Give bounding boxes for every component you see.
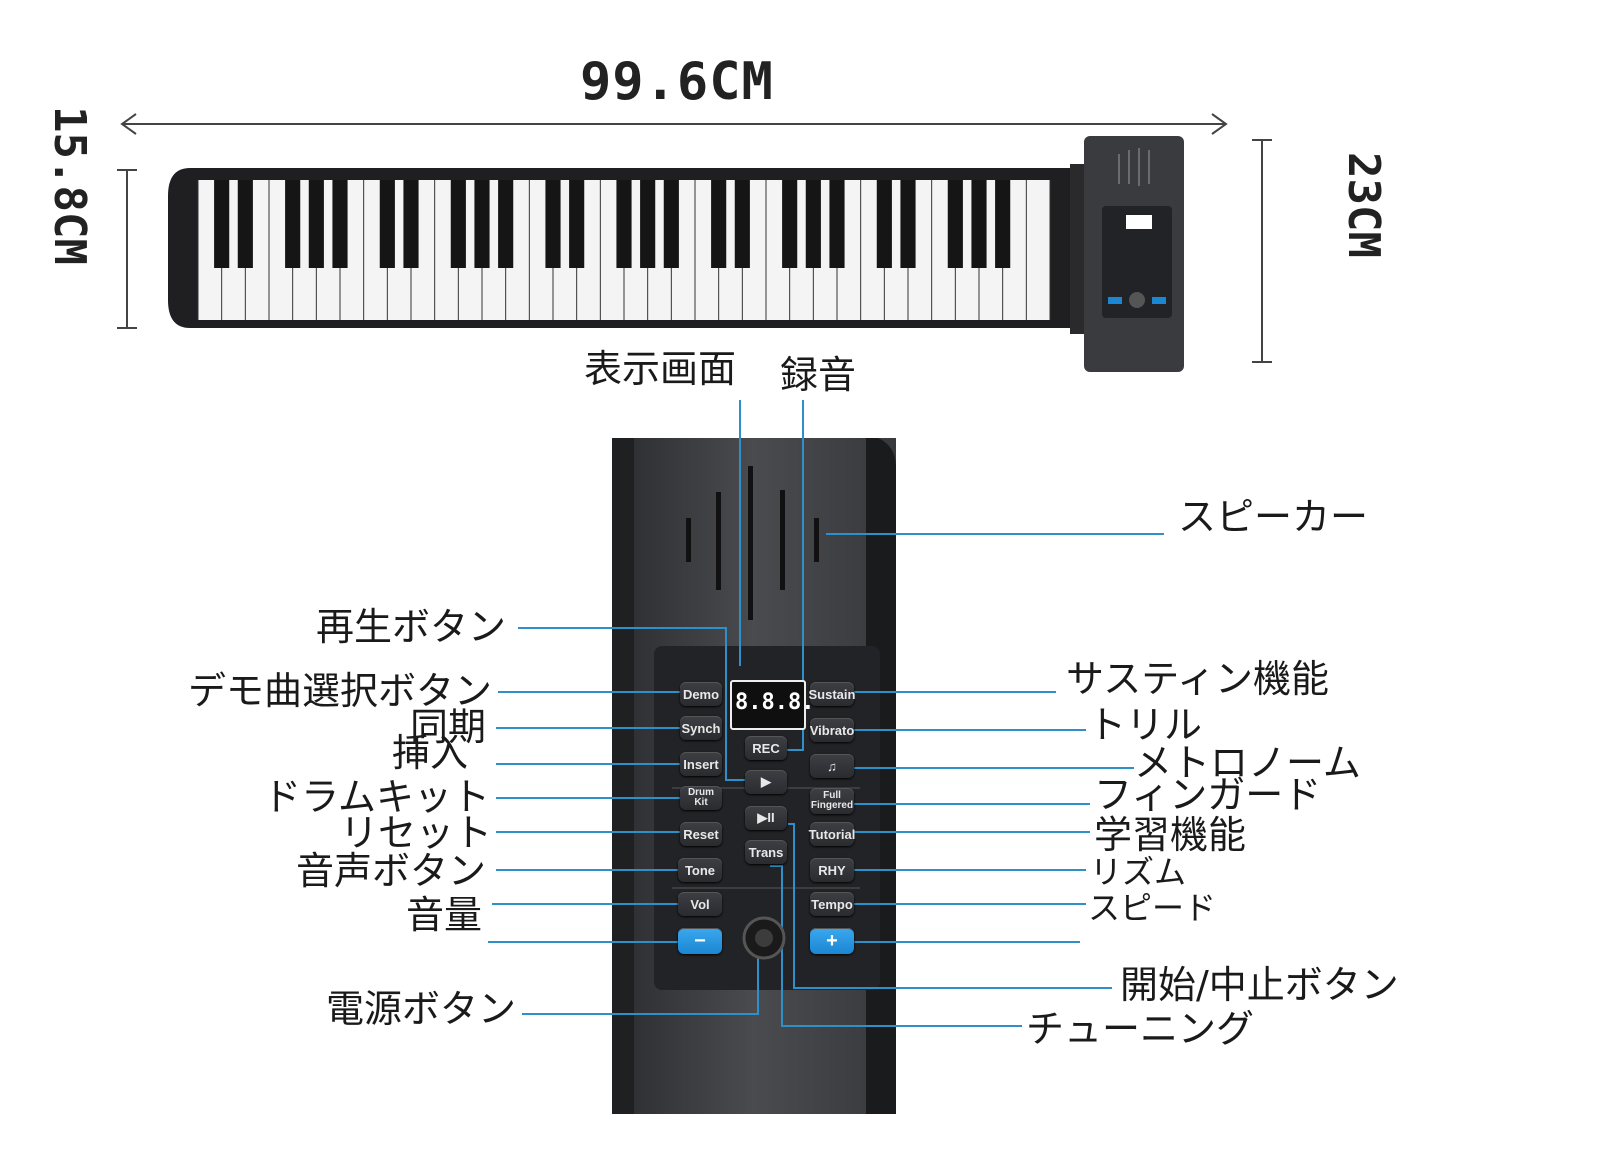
label-sync: 同期 <box>409 705 486 749</box>
module-panel <box>1102 206 1172 318</box>
drum-kit-button[interactable]: Drum Kit <box>680 786 722 810</box>
label-speaker: スピーカー <box>1178 495 1369 539</box>
tempo-button[interactable]: Tempo <box>810 892 854 916</box>
display-value: 8.8.8. <box>735 690 815 715</box>
black-key <box>711 180 727 268</box>
black-key <box>450 180 466 268</box>
black-key <box>569 180 585 268</box>
black-key <box>876 180 892 268</box>
label-tutorial: 学習機能 <box>1094 813 1247 857</box>
black-key <box>616 180 632 268</box>
rec-button[interactable]: REC <box>745 736 787 760</box>
label-fingered: フィンガード <box>1094 773 1322 817</box>
black-key <box>947 180 963 268</box>
length-dimension: 99.6CM <box>580 52 774 112</box>
module-plus <box>1152 297 1166 304</box>
label-reset: リセット <box>339 811 492 855</box>
panel-height-dimension: 23CM <box>1338 152 1389 258</box>
play-pause-button[interactable]: ▶II <box>745 806 787 830</box>
label-insert: 挿入 <box>391 731 468 775</box>
label-rec: 録音 <box>780 353 857 397</box>
display-screen: 8.8.8. <box>730 680 814 730</box>
black-key <box>285 180 301 268</box>
label-demo: デモ曲選択ボタン <box>187 669 492 713</box>
trans-button[interactable]: Trans <box>745 840 787 864</box>
label-tempo: スピード <box>1088 889 1217 927</box>
black-key <box>805 180 821 268</box>
module-power-knob <box>1129 292 1145 308</box>
panel-casing-left-edge <box>612 438 634 1114</box>
synch-button[interactable]: Synch <box>680 716 722 740</box>
module-minus <box>1108 297 1122 304</box>
minus-button[interactable]: − <box>678 928 722 954</box>
plus-button[interactable]: + <box>810 928 854 954</box>
demo-button[interactable]: Demo <box>680 682 722 706</box>
right-height-marker <box>1252 139 1272 363</box>
black-key <box>545 180 561 268</box>
label-tone: 音声ボタン <box>295 849 486 893</box>
width-arrow <box>120 113 1228 135</box>
black-key <box>498 180 514 268</box>
black-key <box>379 180 395 268</box>
label-play: 再生ボタン <box>315 605 506 649</box>
black-key <box>782 180 798 268</box>
black-key <box>734 180 750 268</box>
reset-button[interactable]: Reset <box>680 822 722 846</box>
left-height-marker <box>117 169 137 329</box>
black-key <box>995 180 1011 268</box>
vol-button[interactable]: Vol <box>678 892 722 916</box>
tone-button[interactable]: Tone <box>678 858 722 882</box>
play-button[interactable]: ▶ <box>745 770 787 794</box>
key-height-dimension: 15.8CM <box>44 106 95 265</box>
label-metronome: メトロノーム <box>1134 741 1361 785</box>
leader-lines <box>488 400 1164 1027</box>
black-key <box>308 180 324 268</box>
black-key <box>474 180 490 268</box>
label-drum: ドラムキット <box>263 775 490 819</box>
module-speaker-dots <box>1118 148 1150 186</box>
sustain-button[interactable]: Sustain <box>809 682 855 706</box>
speaker-grille <box>686 466 819 620</box>
label-rhythm: リズム <box>1090 853 1187 891</box>
piano-overview <box>117 113 1272 372</box>
label-sustain: サスティン機能 <box>1066 657 1329 701</box>
black-key <box>332 180 348 268</box>
rhy-button[interactable]: RHY <box>810 858 854 882</box>
label-display: 表示画面 <box>584 347 737 391</box>
vibrato-button[interactable]: Vibrato <box>810 718 854 742</box>
label-start-stop: 開始/中止ボタン <box>1120 963 1399 1007</box>
black-keys <box>214 180 1011 268</box>
black-key <box>900 180 916 268</box>
black-key <box>971 180 987 268</box>
black-key <box>237 180 253 268</box>
black-key <box>403 180 419 268</box>
black-key <box>829 180 845 268</box>
label-tuning: チューニング <box>1026 1007 1255 1051</box>
black-key <box>640 180 656 268</box>
black-key <box>214 180 230 268</box>
black-key <box>663 180 679 268</box>
full-fingered-button[interactable]: Full Fingered <box>810 788 854 814</box>
module-display <box>1126 215 1152 229</box>
insert-button[interactable]: Insert <box>680 752 722 776</box>
label-power: 電源ボタン <box>325 987 516 1031</box>
metronome-button[interactable]: ♫ <box>810 754 854 778</box>
label-vol: 音量 <box>405 893 482 937</box>
label-vibrato: トリル <box>1088 703 1203 747</box>
tutorial-button[interactable]: Tutorial <box>809 822 855 846</box>
